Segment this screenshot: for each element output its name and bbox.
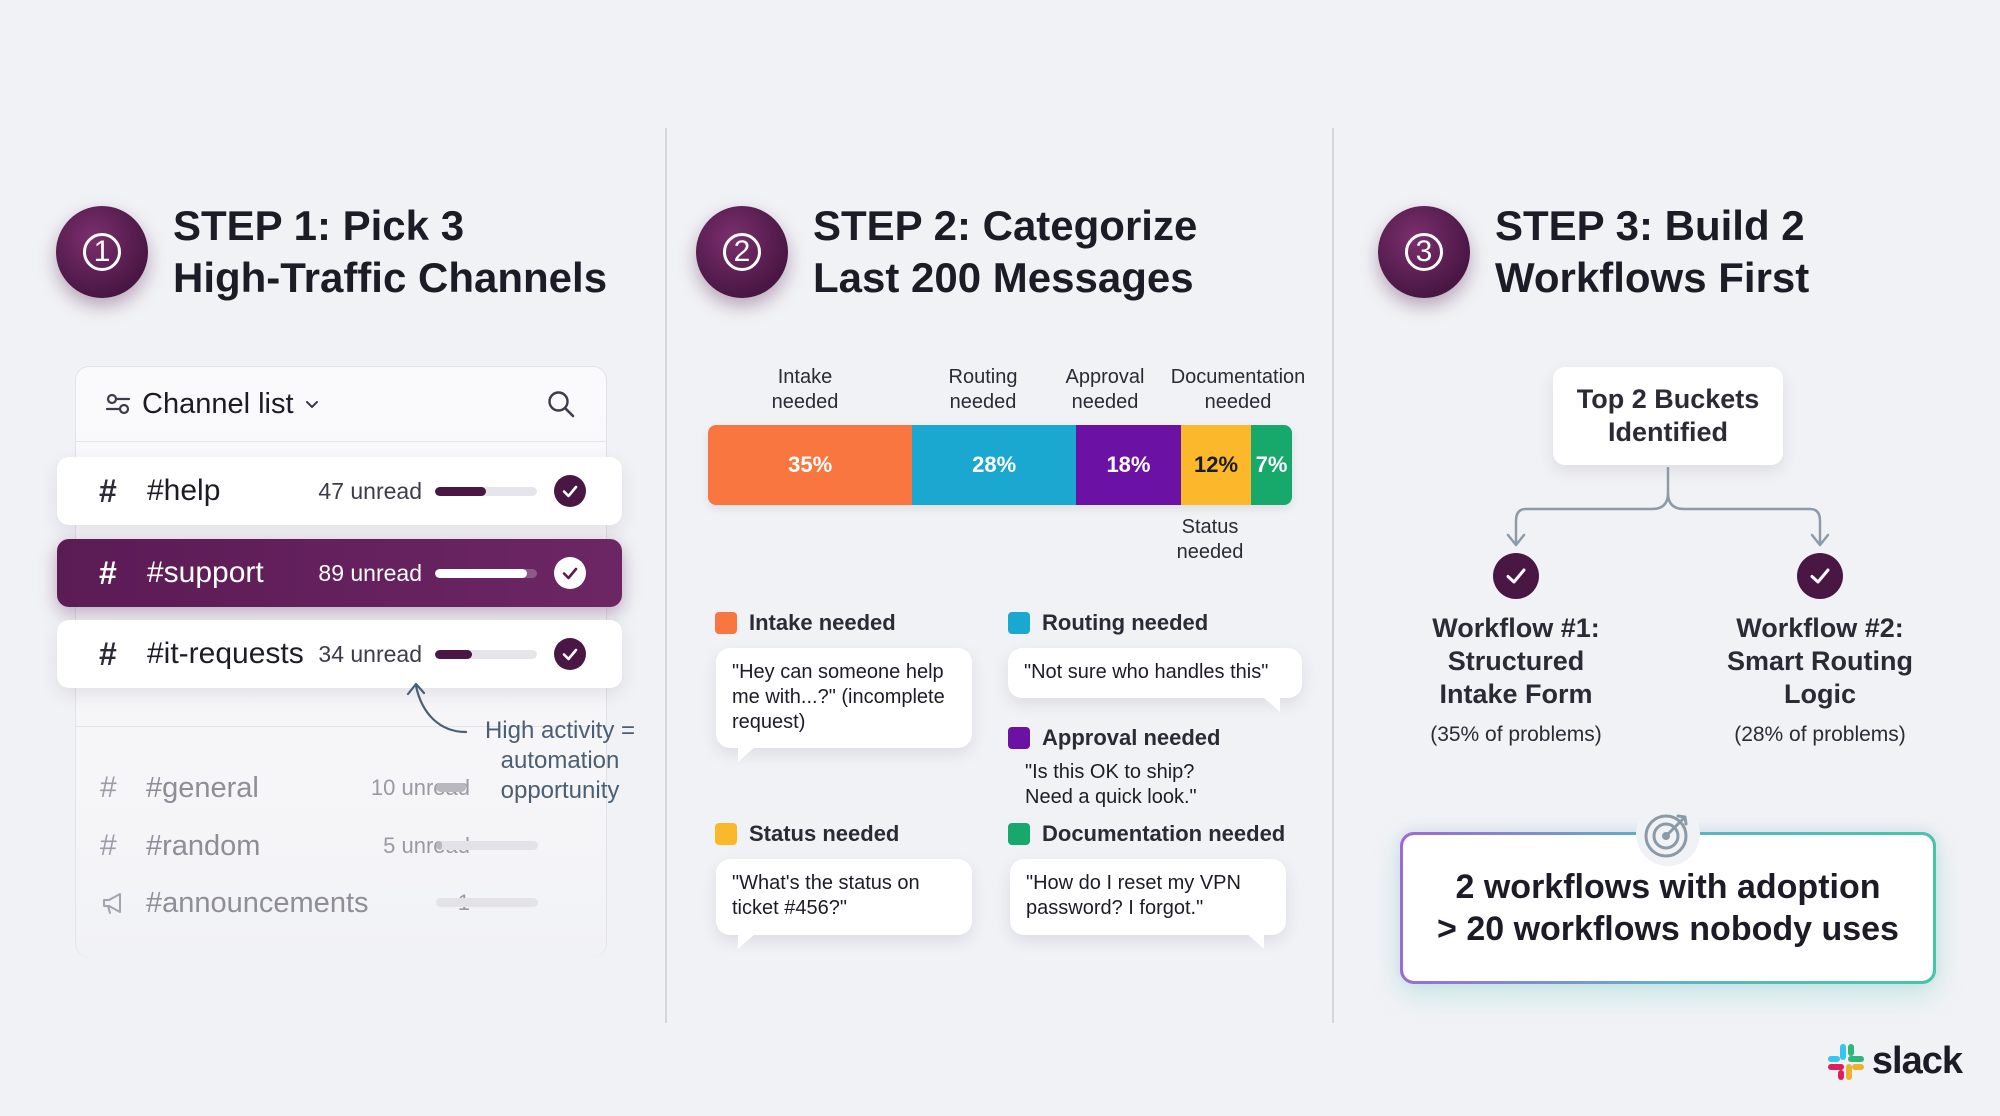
unread-count: 47 unread xyxy=(318,477,422,504)
activity-bar xyxy=(436,783,466,792)
quote-bubble-routing: "Not sure who handles this" xyxy=(1008,648,1302,712)
channel-row-general[interactable]: # #general 10 unread xyxy=(100,768,600,808)
bar-segment-routing-needed: 28% xyxy=(912,425,1076,505)
stacked-bar-chart: 35% 28% 18% 12% 7% xyxy=(708,425,1292,505)
bar-value-label: 18% xyxy=(1106,452,1151,477)
category-status: Status needed xyxy=(715,821,899,847)
category-routing: Routing needed xyxy=(1008,610,1208,636)
hash-icon: # xyxy=(99,554,117,591)
channel-name: #general xyxy=(146,771,259,804)
quote-bubble-documentation: "How do I reset my VPN password? I forgo… xyxy=(1010,859,1286,949)
workflow-1-share: (35% of problems) xyxy=(1430,723,1602,746)
panel-separator xyxy=(76,726,604,727)
swatch xyxy=(1008,612,1030,634)
bar-value-label: 28% xyxy=(972,452,1017,477)
activity-bar xyxy=(435,569,537,578)
annotation-text: High activity = automation opportunity xyxy=(484,717,636,804)
channel-row-support[interactable]: # #support 89 unread xyxy=(57,539,622,607)
step-2-title: STEP 2: Categorize Last 200 Messages xyxy=(813,202,1198,301)
quote-bubble-status: "What's the status on ticket #456?" xyxy=(716,859,972,949)
step-2-badge: 2 xyxy=(696,206,788,298)
workflow-2-title: Workflow #2: Smart Routing Logic xyxy=(1727,613,1913,709)
slack-logo-icon xyxy=(1827,1043,1864,1080)
channel-name: #it-requests xyxy=(147,637,304,670)
bar-segment-intake-needed: 35% xyxy=(708,425,913,505)
bar-value-label: 35% xyxy=(788,452,833,477)
hash-icon: # xyxy=(100,771,117,804)
channel-name: #help xyxy=(147,474,221,507)
hash-icon: # xyxy=(99,635,117,672)
slack-wordmark: slack xyxy=(1871,1040,1963,1082)
swatch xyxy=(715,612,737,634)
bar-value-label: 12% xyxy=(1194,452,1239,477)
unread-count: 89 unread xyxy=(318,559,422,586)
bar-value-label: 7% xyxy=(1255,452,1288,477)
channel-row-it-requests[interactable]: # #it-requests 34 unread xyxy=(57,620,622,688)
chevron-down-icon[interactable] xyxy=(304,396,320,412)
check-icon[interactable] xyxy=(554,638,586,670)
channel-list-title: Channel list xyxy=(142,387,294,420)
unread-count: 34 unread xyxy=(318,640,422,667)
quote-approval: "Is this OK to ship? Need a quick look." xyxy=(1025,761,1197,808)
step-3-title: STEP 3: Build 2 Workflows First xyxy=(1495,202,1810,301)
quote-bubble-intake: "Hey can someone help me with...?" (inco… xyxy=(716,648,972,762)
channel-row-announcements[interactable]: #announcements 1 xyxy=(100,883,600,923)
activity-bar xyxy=(436,841,538,850)
check-icon xyxy=(1493,553,1539,599)
filter-icon[interactable] xyxy=(104,390,132,418)
key-insight-box: 2 workflows with adoption > 20 workflows… xyxy=(1400,832,1936,984)
top-buckets-box: Top 2 Buckets Identified xyxy=(1553,367,1783,465)
category-intake: Intake needed xyxy=(715,610,896,636)
swatch xyxy=(1008,727,1030,749)
activity-bar xyxy=(436,898,538,907)
channel-row-help[interactable]: # #help 47 unread xyxy=(57,457,622,525)
category-approval: Approval needed xyxy=(1008,725,1220,751)
annotation-arrow xyxy=(406,682,468,734)
activity-bar xyxy=(435,487,537,496)
connector-lines xyxy=(1506,467,1830,547)
step-3-badge: 3 xyxy=(1378,206,1470,298)
slack-logo: slack xyxy=(1826,1040,1963,1083)
channel-row-random[interactable]: # #random 5 unread xyxy=(100,826,600,866)
category-documentation: Documentation needed xyxy=(1008,821,1285,847)
check-icon xyxy=(1797,553,1843,599)
step-number: 2 xyxy=(723,233,761,271)
workflow-1-title: Workflow #1: Structured Intake Form xyxy=(1432,613,1600,709)
hash-icon: # xyxy=(100,829,117,862)
channel-name: #random xyxy=(146,829,261,862)
target-icon xyxy=(1636,802,1700,866)
channel-name: #support xyxy=(147,556,264,589)
column-divider-2 xyxy=(1332,128,1334,1023)
channel-name: #announcements xyxy=(146,886,369,919)
bar-segment-documentation-needed: 7% xyxy=(1251,425,1292,505)
step-number: 1 xyxy=(83,233,121,271)
step-number: 3 xyxy=(1405,233,1443,271)
hash-icon: # xyxy=(99,472,117,509)
swatch xyxy=(1008,823,1030,845)
search-icon[interactable] xyxy=(546,389,576,419)
channel-list-header[interactable]: Channel list xyxy=(76,367,606,442)
megaphone-icon xyxy=(103,893,121,914)
swatch xyxy=(715,823,737,845)
bar-segment-approval-needed: 18% xyxy=(1075,425,1182,505)
check-icon[interactable] xyxy=(554,475,586,507)
column-divider-1 xyxy=(665,128,667,1023)
bar-segment-status-needed: 12% xyxy=(1181,425,1252,505)
workflow-2-share: (28% of problems) xyxy=(1734,723,1906,746)
check-icon[interactable] xyxy=(554,557,586,589)
step-1-badge: 1 xyxy=(56,206,148,298)
activity-bar xyxy=(435,650,537,659)
step-1-title: STEP 1: Pick 3 High-Traffic Channels xyxy=(173,202,608,301)
